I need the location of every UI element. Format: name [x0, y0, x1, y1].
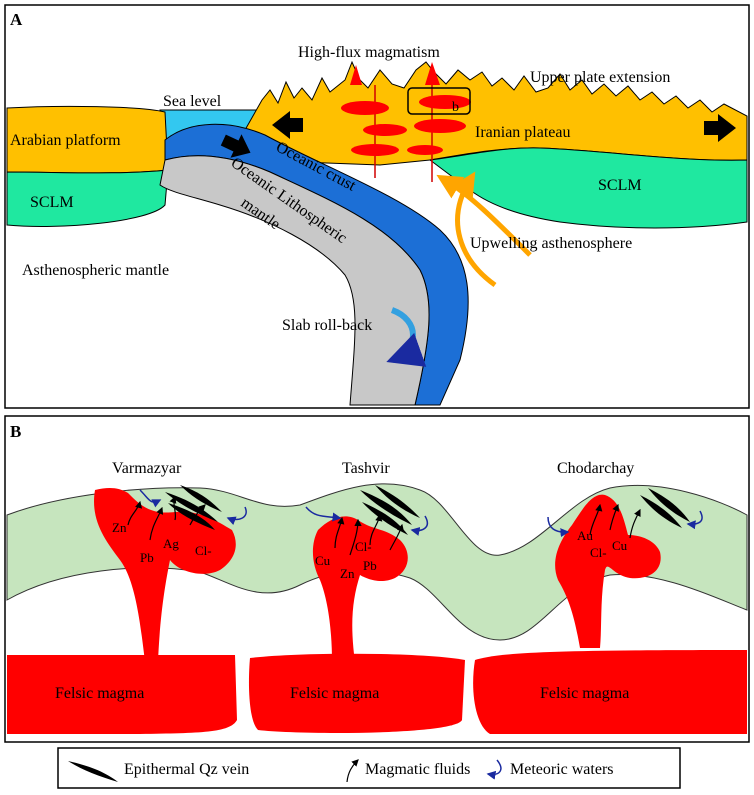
meteoric-arrow [547, 516, 570, 538]
magmatic-fluid-arrow [169, 495, 177, 521]
element-label: Cu [315, 553, 331, 568]
stock-tashvir [312, 516, 408, 662]
qz-vein [375, 485, 420, 518]
element-label: Zn [112, 520, 127, 535]
panel-a-letter: A [10, 10, 23, 29]
qz-vein-icon [68, 761, 118, 782]
convergence-arrow [220, 134, 251, 158]
legend-frame [57, 747, 681, 789]
magmatic-fluid-arrow [629, 508, 641, 539]
oceanic-lithospheric-mantle [159, 155, 430, 406]
deposit-name: Varmazyar [112, 460, 182, 477]
meteoric-arrow [226, 506, 247, 525]
qz-vein [165, 492, 218, 522]
magmatic-fluid-arrows [127, 495, 641, 556]
element-label: Cl- [590, 545, 607, 560]
panel-b: B Varmazyar Tashvir Chodarchay Zn Pb Ag … [4, 415, 750, 743]
stock-varmazyar [94, 488, 236, 662]
sill [414, 119, 466, 133]
sill [351, 144, 399, 156]
magmatic-fluid-arrow [389, 523, 405, 551]
qz-vein [168, 503, 215, 530]
extension-arrow-right [704, 114, 736, 142]
meteoric-arrow [410, 515, 429, 536]
meteoric-arrow [305, 506, 342, 522]
stock-chodarchay [555, 494, 661, 648]
sclm-right [428, 147, 748, 229]
element-label: Pb [363, 558, 377, 573]
meteoric-water-icon [486, 759, 502, 780]
volcano-left [350, 65, 362, 85]
label-sclm-left: SCLM [30, 194, 74, 211]
qz-veins [165, 485, 690, 535]
label-sclm-right: SCLM [598, 177, 642, 194]
label-upwelling: Upwelling asthenosphere [470, 235, 632, 252]
felsic-magma-label: Felsic magma [290, 685, 379, 702]
sill [419, 95, 471, 109]
box-b [407, 87, 471, 115]
element-label: Pb [140, 550, 154, 565]
felsic-magma-2 [248, 653, 465, 733]
label-arabian-platform: Arabian platform [10, 132, 121, 149]
element-label: Cu [612, 538, 628, 553]
felsic-magma-1 [7, 655, 237, 734]
legend-vein-label: Epithermal Qz vein [124, 761, 249, 778]
felsic-magma-3 [473, 650, 747, 734]
meteoric-water-arrows [139, 489, 703, 538]
sill [341, 101, 389, 115]
extension-arrow-left [272, 111, 303, 139]
felsic-magma-label: Felsic magma [55, 685, 144, 702]
magmatic-fluid-icon [346, 759, 359, 783]
qz-vein [180, 485, 222, 512]
qz-vein [648, 488, 690, 522]
element-label: Au [577, 528, 593, 543]
qz-vein [360, 490, 412, 525]
meteoric-arrow [686, 510, 703, 530]
magmatic-fluid-arrow [127, 500, 143, 526]
meteoric-arrow [139, 489, 162, 508]
qz-vein [640, 495, 682, 528]
element-label: Ag [163, 536, 179, 551]
label-iranian-plateau: Iranian plateau [475, 124, 571, 141]
legend: Epithermal Qz vein Magmatic fluids Meteo… [57, 747, 681, 789]
label-sea-level: Sea level [163, 93, 222, 110]
volcano-right [425, 62, 440, 85]
legend-magmatic-label: Magmatic fluids [365, 761, 470, 778]
upwelling-arrow-2 [436, 174, 532, 257]
legend-meteoric-label: Meteoric waters [510, 761, 614, 778]
element-label: Cl- [355, 539, 372, 554]
sclm-left [6, 169, 169, 227]
label-asthenospheric-mantle: Asthenospheric mantle [22, 262, 169, 279]
magmatic-fluid-arrow [189, 504, 206, 526]
label-upper-plate: Upper plate extension [530, 69, 670, 86]
panel-a: A High-flux magmatism Upper plate extens… [4, 4, 750, 409]
panel-b-letter: B [10, 422, 21, 441]
slab-rollback-arrow [386, 307, 427, 367]
magmatic-fluid-arrow [349, 518, 362, 556]
magmatic-fluid-arrow [149, 506, 164, 541]
label-box-b: b [452, 100, 459, 115]
deposit-name: Tashvir [342, 460, 390, 477]
element-label: Zn [340, 566, 355, 581]
deposit-name: Chodarchay [557, 460, 634, 477]
sill [363, 124, 407, 136]
element-label: Cl- [195, 543, 212, 558]
label-high-flux: High-flux magmatism [298, 44, 440, 61]
sill [407, 145, 443, 155]
magma-bodies [341, 62, 471, 182]
felsic-magma-label: Felsic magma [540, 685, 629, 702]
magmatic-fluid-arrow [609, 503, 619, 531]
magmatic-fluid-arrow [369, 513, 383, 546]
qz-vein [362, 502, 408, 535]
label-slab-rollback: Slab roll-back [282, 317, 372, 334]
magmatic-fluid-arrow [589, 503, 603, 536]
